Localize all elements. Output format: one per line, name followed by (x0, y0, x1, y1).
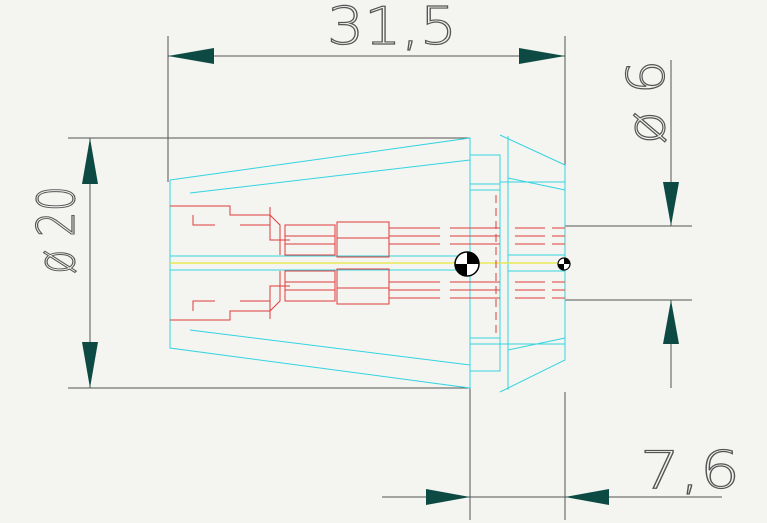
hidden-detail (170, 195, 565, 335)
dimension-length-overall: 31,5 (327, 0, 457, 57)
dimension-diameter-bore: ø 6 (617, 60, 677, 144)
center-of-gravity-symbol-small (557, 257, 571, 271)
center-of-gravity-symbol-large (454, 251, 480, 277)
dimension-diameter-outer: ø 20 (27, 186, 87, 274)
dimension-nose-length: 7,6 (640, 441, 740, 501)
dimension-arrowheads (82, 48, 679, 505)
